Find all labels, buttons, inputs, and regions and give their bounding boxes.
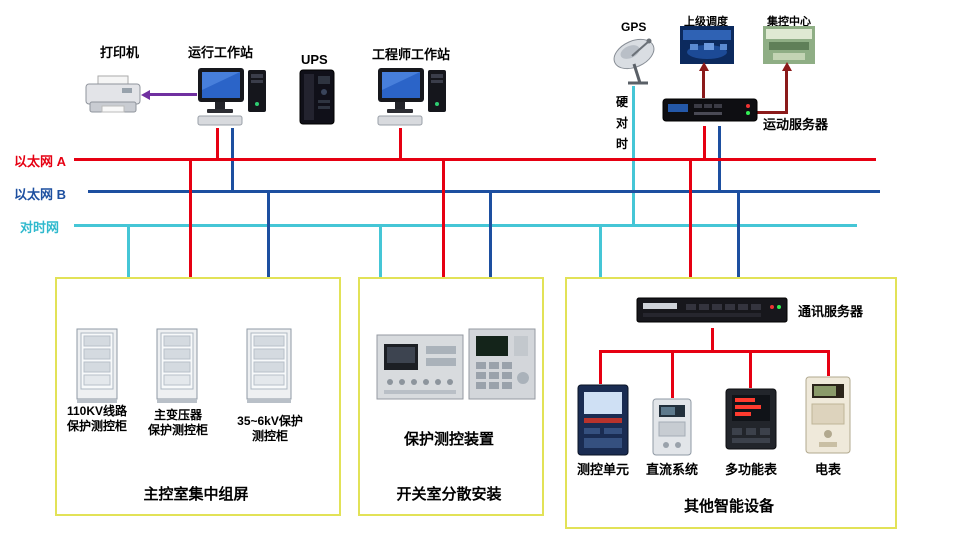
- link-ethb-middle-box: [489, 193, 492, 277]
- left-group-caption: 主控室集中组屏: [143, 486, 249, 503]
- mc-unit-icon: [577, 384, 629, 456]
- cabinet-110kv-label: 110KV线路 保护测控柜: [51, 404, 143, 434]
- cabinet-35kv-icon: [246, 328, 292, 403]
- ethernet-a-label: 以太网 A: [14, 154, 67, 169]
- multifunction-meter-label: 多功能表: [724, 462, 777, 477]
- gps-label: GPS: [621, 20, 647, 34]
- engineer-workstation-label: 工程师工作站: [372, 47, 451, 62]
- upper-dispatch-label: 上级调度: [684, 16, 728, 28]
- dc-system-icon: [652, 398, 692, 456]
- cabinet-35kv-label: 35~6kV保护 测控柜: [222, 414, 318, 444]
- link-server-control-center-v: [785, 70, 788, 114]
- cabinet-35kv-label-line1: 35~6kV保护: [237, 414, 303, 428]
- dc-system-label: 直流系统: [645, 462, 698, 477]
- cabinet-transformer-label: 主变压器 保护测控柜: [132, 408, 224, 438]
- link-timenet-left-box: [127, 227, 130, 277]
- upper-dispatch-photo: [680, 26, 734, 64]
- telecontrol-server-label: 运动服务器: [763, 117, 829, 132]
- link-server-control-center-h: [757, 111, 788, 114]
- ethernet-b-label: 以太网 B: [14, 187, 67, 202]
- link-operator-ws-ethernet-a: [216, 128, 219, 160]
- right-group-caption: 其他智能设备: [683, 498, 774, 515]
- protection-device-a-icon: [376, 334, 464, 400]
- link-device-bus: [599, 350, 830, 353]
- cabinet-35kv-label-line2: 测控柜: [251, 429, 288, 443]
- link-server-dispatch: [702, 70, 705, 98]
- telecontrol-server-icon: [662, 98, 758, 122]
- central-control-photo: [763, 26, 815, 64]
- link-etha-left-box: [189, 161, 192, 277]
- link-timenet-right-box: [599, 227, 602, 277]
- cabinet-transformer-icon: [156, 328, 198, 403]
- comm-server-label: 通讯服务器: [798, 304, 864, 319]
- gps-dish-icon: [613, 38, 655, 85]
- link-engineer-ws-ethernet-a: [399, 128, 402, 160]
- control-center-link-arrowhead: [782, 62, 792, 71]
- right-group-box: [565, 277, 897, 529]
- multifunction-meter-icon: [725, 388, 777, 450]
- protection-device-b-icon: [468, 328, 536, 400]
- link-timenet-middle-box: [379, 227, 382, 277]
- cabinet-110kv-icon: [76, 328, 118, 403]
- printer-label: 打印机: [100, 45, 140, 60]
- link-mc-unit: [599, 352, 602, 384]
- link-ethb-right-box: [737, 193, 740, 277]
- printer-link-arrowhead: [141, 90, 150, 100]
- link-comm-server-trunk: [711, 328, 714, 352]
- link-server-ethernet-a: [703, 126, 706, 160]
- left-group-box: [55, 277, 341, 516]
- cabinet-110kv-label-line1: 110KV线路: [66, 404, 128, 418]
- dispatch-link-arrowhead: [699, 62, 709, 71]
- comm-server-icon: [636, 297, 788, 323]
- cabinet-transformer-label-line1: 主变压器: [153, 408, 202, 422]
- link-etha-middle-box: [442, 161, 445, 277]
- time-net-label: 对时网: [20, 220, 60, 235]
- central-control-label: 集控中心: [767, 16, 811, 28]
- hard-time-sync-label: 硬对时: [615, 95, 628, 151]
- printer-link-line: [149, 93, 197, 96]
- cabinet-110kv-label-line2: 保护测控柜: [66, 419, 127, 433]
- link-energy-meter: [827, 352, 830, 376]
- operator-workstation-icon: [197, 68, 266, 126]
- energy-meter-label: 电表: [814, 462, 841, 477]
- link-etha-right-box: [689, 161, 692, 277]
- middle-group-box: [358, 277, 544, 516]
- engineer-workstation-icon: [377, 68, 446, 126]
- ethernet-a-bus-line: [74, 158, 876, 161]
- link-gps-time-net: [632, 86, 635, 226]
- ups-icon: [299, 69, 335, 125]
- ups-label: UPS: [301, 52, 328, 67]
- middle-group-caption: 开关室分散安装: [396, 486, 502, 503]
- link-ethb-left-box: [267, 193, 270, 277]
- operator-workstation-label: 运行工作站: [188, 45, 254, 60]
- protection-device-label: 保护测控装置: [403, 431, 494, 448]
- printer-icon: [85, 75, 141, 113]
- link-multifunction-meter: [749, 352, 752, 388]
- cabinet-transformer-label-line2: 保护测控柜: [147, 423, 208, 437]
- link-dc-system: [671, 352, 674, 398]
- mc-unit-label: 测控单元: [576, 462, 629, 477]
- ethernet-b-bus-line: [88, 190, 880, 193]
- energy-meter-icon: [805, 376, 851, 454]
- time-net-bus-line: [74, 224, 857, 227]
